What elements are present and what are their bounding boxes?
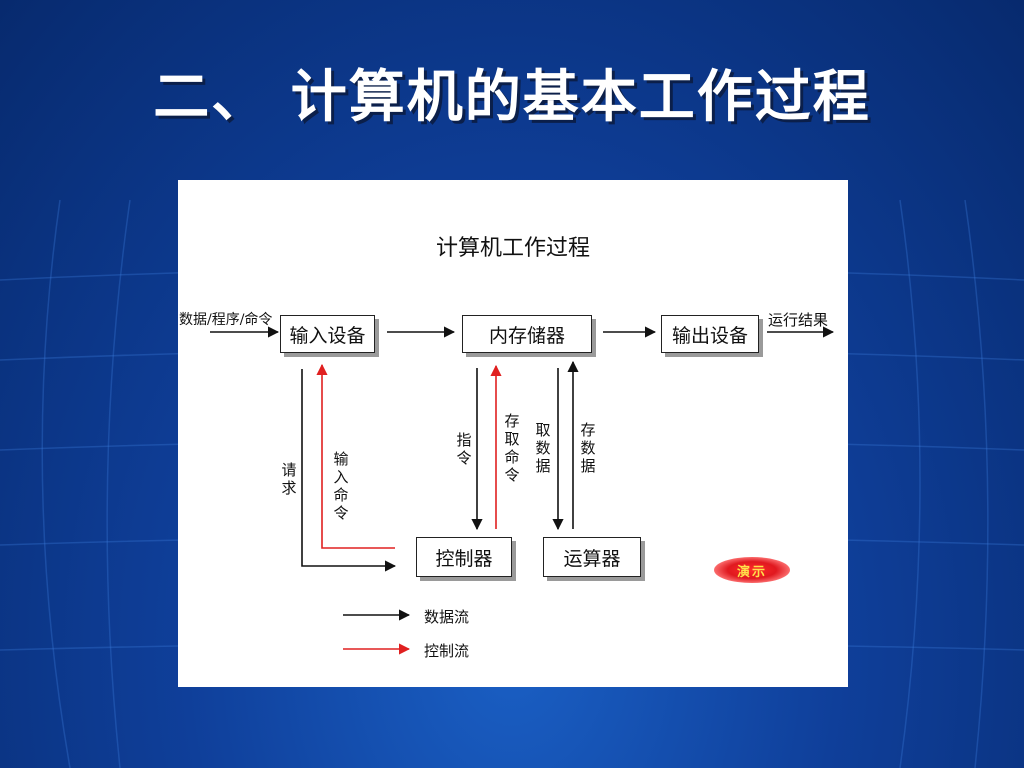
- alu-box: 运算器: [543, 537, 641, 577]
- arrow-input-command: [316, 363, 395, 549]
- diagram-title: 计算机工作过程: [436, 236, 591, 261]
- legend-data-flow-label: 数据流: [424, 608, 470, 626]
- memory-box: 内存储器: [462, 315, 592, 353]
- slide-title: 二、 计算机的基本工作过程: [153, 64, 871, 130]
- input-source-label: 数据/程序/命令: [179, 312, 273, 328]
- output-result-label: 运行结果: [768, 311, 829, 329]
- legend-control-flow-label: 控制流: [424, 642, 470, 660]
- store-data-label: 存数据: [580, 421, 596, 475]
- input-device-box: 输入设备: [280, 315, 375, 353]
- instruction-label: 指令: [456, 431, 472, 467]
- request-label: 请求: [281, 461, 297, 497]
- output-device-box: 输出设备: [661, 315, 759, 353]
- diagram-panel: 计算机工作过程 数据/程序/命令 运行结果 输入设备 内存储器 输出设备 控制器…: [178, 180, 848, 687]
- controller-box: 控制器: [416, 537, 512, 577]
- input-command-label: 输入命令: [333, 450, 349, 522]
- access-command-label: 存取命令: [504, 412, 520, 484]
- arrow-request: [301, 369, 397, 572]
- fetch-data-label: 取数据: [535, 421, 551, 475]
- demo-button[interactable]: 演示: [714, 557, 790, 583]
- diagram-arrows: [210, 326, 835, 655]
